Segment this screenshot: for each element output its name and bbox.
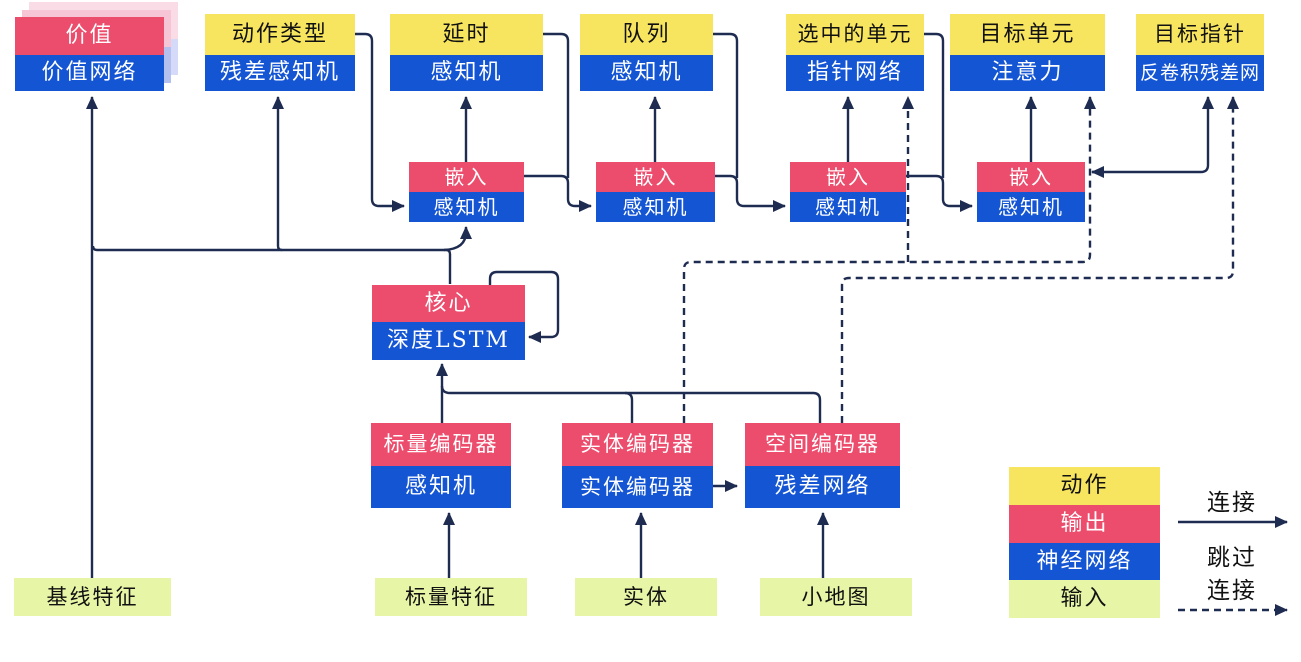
node-value: 价值 价值网络 (15, 17, 164, 91)
edge-embed4-to-target-pointer (1092, 96, 1214, 174)
target-unit-network-cap: 注意力 (950, 55, 1105, 91)
spatial-encoder-output-cap: 空间编码器 (745, 423, 900, 466)
core-network-cap: 深度LSTM (372, 322, 525, 360)
edge-embed3-to-embed4 (906, 174, 973, 212)
edge-entity-encoder-to-core (624, 391, 634, 423)
legend-input-swatch: 输入 (1009, 580, 1160, 618)
delay-network-cap: 感知机 (390, 55, 543, 91)
input-entities: 实体 (575, 578, 717, 616)
embedding2-network-cap: 感知机 (596, 192, 715, 222)
edge-selected-units-exit (924, 32, 945, 178)
node-target-pointer: 目标指针 反卷积残差网 (1136, 14, 1264, 91)
legend-action-swatch: 动作 (1009, 467, 1160, 505)
scalar-encoder-output-cap: 标量编码器 (371, 423, 511, 466)
skip-spatial-to-deconv (840, 96, 1239, 423)
embedding4-output-cap: 嵌入 (977, 162, 1085, 192)
embedding2-output-cap: 嵌入 (596, 162, 715, 192)
queue-network-cap: 感知机 (580, 55, 713, 91)
node-delay: 延时 感知机 (390, 14, 543, 91)
node-embedding-2: 嵌入 感知机 (596, 162, 715, 222)
edge-spatial-encoder-to-core (440, 385, 822, 423)
selected-units-action-cap: 选中的单元 (786, 14, 924, 55)
edge-embed2-to-embed3 (715, 174, 786, 212)
edge-action-type-to-embed1 (355, 32, 405, 212)
embedding3-output-cap: 嵌入 (790, 162, 906, 192)
delay-action-cap: 延时 (390, 14, 543, 55)
legend-skip-label-line2: 连接 (1207, 578, 1257, 604)
entity-encoder-network-cap: 实体编码器 (562, 466, 713, 508)
node-embedding-4: 嵌入 感知机 (977, 162, 1085, 222)
input-minimap: 小地图 (760, 578, 912, 616)
embedding1-network-cap: 感知机 (409, 192, 524, 222)
embedding3-network-cap: 感知机 (790, 192, 906, 222)
node-embedding-1: 嵌入 感知机 (409, 162, 524, 222)
value-network-cap: 价值网络 (15, 55, 164, 91)
target-pointer-action-cap: 目标指针 (1136, 14, 1264, 55)
edge-delay-exit (543, 32, 570, 178)
input-baseline-features: 基线特征 (14, 578, 171, 616)
target-pointer-network-cap: 反卷积残差网 (1136, 55, 1264, 91)
scalar-encoder-network-cap: 感知机 (371, 466, 511, 508)
node-action-type: 动作类型 残差感知机 (205, 14, 355, 91)
action-type-action-cap: 动作类型 (205, 14, 355, 55)
legend-skip-label-line1: 跳过 (1207, 545, 1257, 571)
node-embedding-3: 嵌入 感知机 (790, 162, 906, 222)
node-target-unit: 目标单元 注意力 (950, 14, 1105, 91)
embedding4-network-cap: 感知机 (977, 192, 1085, 222)
entity-encoder-output-cap: 实体编码器 (562, 423, 713, 466)
edge-embed1-to-embed2 (524, 174, 592, 212)
skip-entity-to-attention (682, 96, 1096, 423)
embedding1-output-cap: 嵌入 (409, 162, 524, 192)
core-output-cap: 核心 (372, 285, 525, 322)
input-scalar-features: 标量特征 (375, 578, 527, 616)
legend-color-stack: 动作 输出 神经网络 输入 (1009, 467, 1160, 618)
spatial-encoder-network-cap: 残差网络 (745, 466, 900, 508)
edge-core-branch-left (91, 245, 452, 284)
node-spatial-encoder: 空间编码器 残差网络 (745, 423, 900, 508)
node-queue: 队列 感知机 (580, 14, 713, 91)
node-core: 核心 深度LSTM (372, 285, 525, 360)
edge-core-to-embed1 (443, 226, 472, 252)
legend-output-swatch: 输出 (1009, 505, 1160, 543)
queue-action-cap: 队列 (580, 14, 713, 55)
node-entity-encoder: 实体编码器 实体编码器 (562, 423, 713, 508)
edge-core-self-loop (488, 270, 560, 343)
legend-connect-label: 连接 (1207, 490, 1257, 516)
node-scalar-encoder: 标量编码器 感知机 (371, 423, 511, 508)
node-selected-units: 选中的单元 指针网络 (786, 14, 924, 91)
edge-queue-exit (713, 32, 739, 178)
target-unit-action-cap: 目标单元 (950, 14, 1105, 55)
value-output-cap: 价值 (15, 17, 164, 55)
action-type-network-cap: 残差感知机 (205, 55, 355, 91)
selected-units-network-cap: 指针网络 (786, 55, 924, 91)
edge-branch-to-action-type (272, 96, 284, 252)
legend-network-swatch: 神经网络 (1009, 543, 1160, 580)
